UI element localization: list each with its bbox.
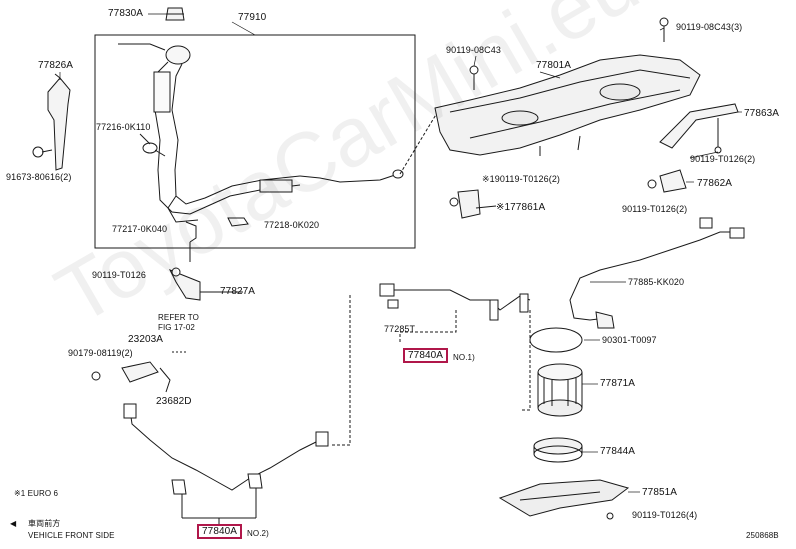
sender-wire-no2-icon: [123, 403, 329, 524]
label-90119-08c43-3[interactable]: 90119-08C43(3): [676, 22, 743, 32]
refer-line-1: REFER TO: [158, 313, 199, 322]
label-77885-kk020[interactable]: 77885-KK020: [628, 277, 685, 287]
bracket-77862a-icon: [647, 169, 687, 193]
label-23203a[interactable]: 23203A: [128, 334, 164, 345]
front-label-jp: 車両前方: [28, 519, 61, 528]
label-90119-t0126-4[interactable]: 90119-T0126(4): [632, 510, 698, 520]
label-90119-t0126-x1[interactable]: ※190119-T0126(2): [482, 174, 561, 184]
label-77840a-no2[interactable]: 77840A: [197, 524, 243, 539]
protector-77827a-icon: [168, 267, 243, 301]
label-77826a[interactable]: 77826A: [38, 60, 74, 71]
bolt-91673-icon: [32, 146, 53, 158]
label-90179-08119[interactable]: 90179-08119(2): [68, 348, 133, 358]
leader-lines: [59, 13, 742, 493]
label-91673-80616[interactable]: 91673-80616(2): [6, 172, 72, 182]
label-77285t[interactable]: 77285T: [384, 324, 416, 334]
front-label-en: VEHICLE FRONT SIDE: [28, 531, 115, 540]
diagram-id: 250868B: [746, 531, 779, 540]
bolt-90119-08c43-icon: [469, 65, 479, 90]
label-no2: NO.2): [247, 529, 269, 538]
label-77851a[interactable]: 77851A: [642, 487, 678, 498]
bracket-77861a-icon: [449, 189, 497, 219]
leader-dashed-no1: [330, 295, 351, 446]
fuel-filter-icon: [91, 351, 186, 393]
label-77217-0k040[interactable]: 77217-0K040: [112, 224, 168, 234]
arrow-left-icon: ◀: [10, 519, 17, 528]
retainer-ring-77844a-icon: [533, 437, 583, 463]
leader-dashed-pump: [520, 310, 531, 411]
label-77840a-no1[interactable]: 77840A: [403, 348, 449, 363]
strap-77863a-icon: [659, 103, 739, 154]
label-90119-08c43-top[interactable]: 90119-08C43: [446, 45, 501, 55]
clip-77218-icon: [227, 217, 249, 227]
leader-dashed-tank: [399, 107, 441, 175]
filler-pipe-icon: [118, 43, 404, 223]
label-77844a[interactable]: 77844A: [600, 446, 636, 457]
label-77827a[interactable]: 77827A: [220, 286, 256, 297]
label-23682d[interactable]: 23682D: [156, 396, 192, 407]
bracket-77826a-icon: [47, 73, 71, 171]
fuel-cap-icon: [165, 7, 185, 21]
label-no1: NO.1): [453, 353, 475, 362]
label-77861a[interactable]: ※177861A: [496, 202, 546, 213]
footnote-euro6: ※1 EURO 6: [14, 489, 59, 498]
label-77218-0k020[interactable]: 77218-0K020: [264, 220, 320, 230]
label-90301-t0097[interactable]: 90301-T0097: [602, 335, 657, 345]
fuel-pump-icon: [537, 363, 583, 417]
label-90119-t0126-2b[interactable]: 90119-T0126(2): [622, 204, 688, 214]
label-77871a[interactable]: 77871A: [600, 378, 636, 389]
label-77830a[interactable]: 77830A: [108, 8, 144, 19]
bolt-90119-08c43-3-icon: [659, 17, 669, 42]
label-77216-0k110[interactable]: 77216-0K110: [96, 122, 151, 132]
label-77910[interactable]: 77910: [238, 12, 267, 23]
bracket-77217-icon: [185, 221, 197, 262]
refer-line-2[interactable]: FIG 17-02: [158, 323, 195, 332]
protector-77851a-icon: [498, 479, 630, 520]
label-90119-t0126-2a[interactable]: 90119-T0126(2): [690, 154, 756, 164]
wire-77885-icon: [569, 217, 745, 329]
filler-pipe-group-frame: [94, 34, 416, 249]
sender-wire-no1-icon: [379, 283, 531, 321]
leader-dashed-no1b: [399, 310, 457, 344]
label-77862a[interactable]: 77862A: [697, 178, 733, 189]
fuel-tank-icon: [434, 54, 701, 156]
label-77863a[interactable]: 77863A: [744, 108, 780, 119]
gasket-90301-icon: [529, 327, 583, 353]
label-90119-t0126-left[interactable]: 90119-T0126: [92, 270, 146, 280]
clamp-77216-icon: [139, 133, 166, 157]
label-77801a[interactable]: 77801A: [536, 60, 572, 71]
